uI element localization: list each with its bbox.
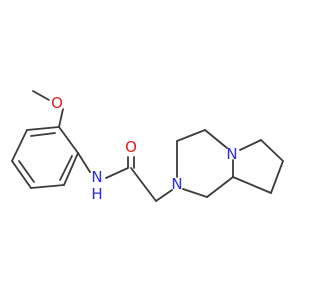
bond-pip-5 (206, 176, 234, 198)
bond-ring-3 (30, 184, 65, 189)
bond-carbonyl-ch2 (130, 167, 157, 202)
bond-ring-inner-2 (18, 160, 35, 183)
amide-h-label: H (91, 185, 102, 203)
atom-labels: O O N H N N (49, 94, 238, 203)
bond-o-ring (58, 108, 64, 128)
bond-ring-6 (26, 126, 60, 131)
structure-diagram: O O N H N N (11, 90, 284, 203)
bond-pyr-2 (260, 139, 284, 162)
bonds (11, 90, 284, 202)
bond-pip-3 (204, 129, 228, 149)
bond-pyr-4 (232, 176, 272, 194)
molecule-canvas: O O N H N N (11, 90, 284, 203)
amide-n-label: N (91, 168, 102, 186)
oxygen-carbonyl-label: O (125, 138, 137, 156)
oxygen-methoxy-label: O (51, 94, 63, 112)
bond-ring-nh (77, 152, 91, 173)
bond-ring-inner-1 (59, 155, 73, 181)
bond-nh-carbonyl (105, 167, 129, 179)
o-methoxy-bg (49, 95, 65, 111)
bridgehead-n-label: N (226, 145, 237, 163)
bond-ch2-n (155, 189, 173, 202)
bond-pip-2 (176, 129, 206, 142)
bond-pip-6 (182, 188, 208, 198)
bond-ring-1 (58, 126, 79, 154)
bond-ring-4 (11, 160, 32, 189)
bond-methyl-o (32, 90, 50, 101)
bond-pyr-3 (270, 160, 284, 194)
bond-pyr-1 (239, 139, 262, 151)
bond-ring-2 (63, 152, 79, 186)
piperazine-n-label: N (171, 175, 182, 193)
bond-ring-inner-3 (30, 132, 56, 137)
bond-ring-5 (11, 129, 28, 162)
